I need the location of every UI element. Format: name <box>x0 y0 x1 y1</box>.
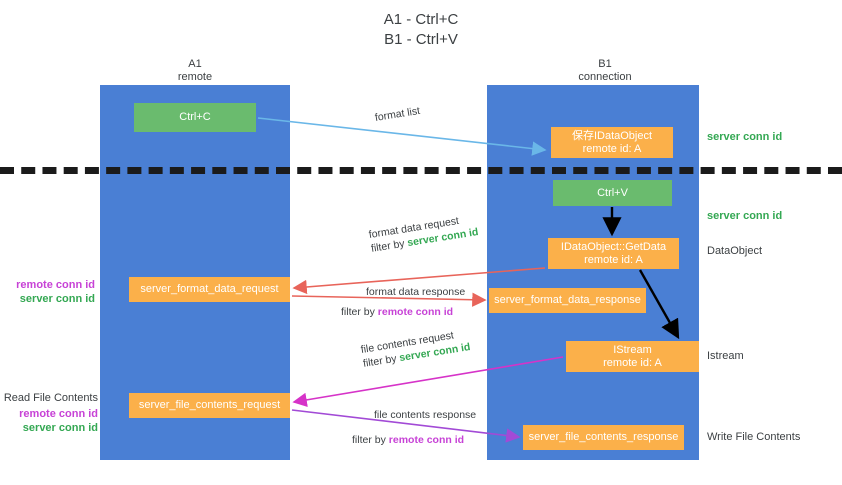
node-idataobject-getdata: IDataObject::GetData remote id: A <box>548 238 679 269</box>
node-ctrl-c: Ctrl+C <box>134 103 256 132</box>
node-istream-title: IStream <box>613 343 652 356</box>
edge-label-file-contents-response: file contents response <box>374 409 477 421</box>
lane-b1-name: B1 <box>598 58 612 70</box>
node-istream: IStream remote id: A <box>566 341 699 372</box>
edge-label-format-data-response-filter-value: remote conn id <box>377 306 454 318</box>
edge-label-file-contents-response-filter-value: remote conn id <box>388 434 465 446</box>
lane-a1-sub: remote <box>177 71 213 83</box>
node-server-file-contents-response: server_file_contents_response <box>523 425 684 450</box>
node-getdata-id: remote id: A <box>584 253 643 266</box>
left-label-remote-conn-id-2: remote conn id <box>19 408 98 420</box>
edge-label-format-list: format list <box>374 104 421 124</box>
left-label-server-conn-id-1: server conn id <box>19 293 95 305</box>
title-line-2: B1 - Ctrl+V <box>384 31 458 48</box>
edge-label-file-contents-response-filter: filter by remote conn id <box>352 433 464 447</box>
node-ctrl-c-label: Ctrl+C <box>179 111 211 123</box>
page-title: A1 - Ctrl+C B1 - Ctrl+V <box>0 10 842 50</box>
side-label-server-conn-id-mid: server conn id <box>707 210 783 222</box>
lane-b1-sub: connection <box>578 71 632 83</box>
left-label-group-format: remote conn id server conn id <box>0 278 95 306</box>
node-server-format-data-request-label: server_format_data_request <box>140 283 279 295</box>
lane-header-b1: B1 connection <box>550 58 660 84</box>
node-ctrl-v: Ctrl+V <box>553 180 672 206</box>
node-istream-id: remote id: A <box>603 356 662 369</box>
side-label-dataobject: DataObject <box>707 245 763 257</box>
node-server-format-data-response-label: server_format_data_response <box>494 294 641 306</box>
node-server-file-contents-request: server_file_contents_request <box>129 393 290 418</box>
edge-label-format-data-response-filter: filter by remote conn id <box>341 305 453 319</box>
edge-label-file-contents-request: file contents request filter by server c… <box>360 326 472 371</box>
side-label-server-conn-id-top: server conn id <box>707 131 783 143</box>
node-server-format-data-response: server_format_data_response <box>489 288 646 313</box>
title-line-1: A1 - Ctrl+C <box>383 11 459 28</box>
left-label-server-conn-id-2: server conn id <box>22 422 98 434</box>
lane-header-a1: A1 remote <box>140 58 250 84</box>
side-label-write-file-contents: Write File Contents <box>707 431 801 443</box>
node-store-idataobject: 保存IDataObject remote id: A <box>551 127 673 158</box>
node-getdata-title: IDataObject::GetData <box>560 240 667 253</box>
node-store-idataobject-title: 保存IDataObject <box>571 129 653 142</box>
node-server-format-data-request: server_format_data_request <box>129 277 290 302</box>
node-server-file-contents-request-label: server_file_contents_request <box>138 399 281 411</box>
left-label-read-file-contents: Read File Contents <box>3 392 98 404</box>
edge-label-format-data-response-filter-prefix: filter by <box>341 306 378 318</box>
edge-label-format-data-response: format data response <box>366 286 466 298</box>
edge-label-format-data-request: format data request filter by server con… <box>368 211 480 256</box>
node-ctrl-v-label: Ctrl+V <box>597 186 628 199</box>
edge-label-file-contents-response-filter-prefix: filter by <box>352 434 389 446</box>
left-label-group-file: Read File Contents remote conn id server… <box>0 391 98 435</box>
left-label-remote-conn-id-1: remote conn id <box>16 279 95 291</box>
lane-a1-name: A1 <box>188 58 202 70</box>
side-label-istream: Istream <box>707 350 744 362</box>
node-store-idataobject-id: remote id: A <box>582 142 642 155</box>
node-server-file-contents-response-label: server_file_contents_response <box>528 431 679 443</box>
divider-dashed-line <box>0 167 842 174</box>
